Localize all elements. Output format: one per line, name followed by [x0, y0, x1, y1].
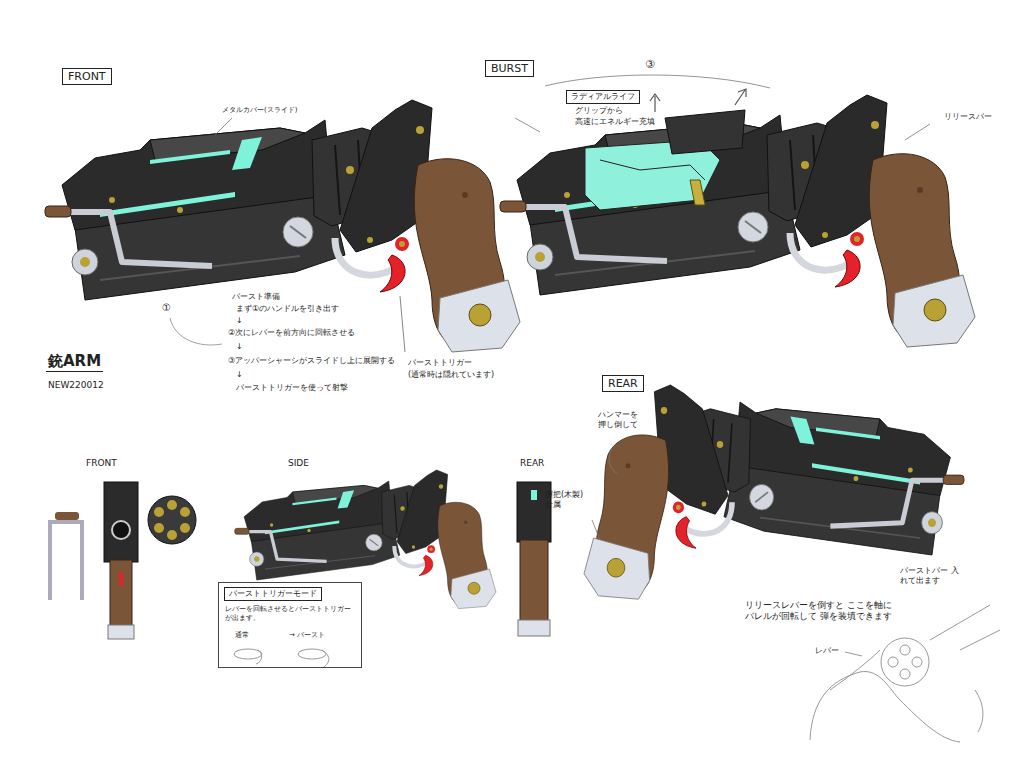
note-heading: バーストトリガーモード [224, 587, 322, 601]
annotation-label: 握把(木製) 金属 [545, 490, 589, 510]
annotation-label: レバー [815, 646, 839, 656]
note-text: → バースト [289, 631, 325, 640]
heading-text: FRONT [68, 70, 106, 83]
part-name-box: ラディアルライフ [566, 90, 640, 104]
annotation-label: バーストトリガーを使って射撃 [236, 383, 348, 393]
annotation-label: FRONT [86, 458, 117, 469]
annotation-label: ②次にレバーを前方向に回転させる [228, 328, 355, 338]
callout-number: ↓ [236, 342, 243, 352]
annotation-label: SIDE [288, 458, 309, 469]
annotation-label: バーストトリガー [408, 358, 472, 368]
sheet-title: 銃ARM [46, 352, 103, 372]
heading-text: バーストトリガーモード [229, 589, 317, 598]
heading-text: BURST [491, 62, 528, 75]
gun-front-view [45, 100, 520, 352]
annotation-label: リリースバー [944, 112, 992, 122]
heading-text: ラディアルライフ [571, 92, 635, 101]
view-heading: FRONT [62, 68, 112, 85]
annotation-label: メタルカバー(スライド) [222, 106, 297, 115]
note-text: レバーを回転させるとバーストトリガーが出ます。 [225, 605, 357, 623]
annotation-label: グリップから [575, 106, 623, 116]
callout-number: ↓ [236, 316, 243, 326]
callout-number: ↓ [236, 370, 243, 380]
annotation-label: バーストバー 入れて出ます [900, 566, 964, 586]
gun-burst-view [500, 95, 975, 347]
heading-text: REAR [608, 377, 638, 390]
annotation-label: REAR [520, 458, 544, 469]
note-text: 通常 [235, 631, 249, 640]
callout-number: ① [162, 302, 171, 315]
annotation-label: まず①のハンドルを引き出す [236, 304, 339, 314]
annotation-label: NEW220012 [48, 380, 104, 391]
annotation-label: ③アッパーシャーシがスライドし上に展開する [228, 356, 395, 366]
view-heading: BURST [485, 60, 534, 77]
view-heading: REAR [602, 375, 644, 392]
note-panel: レバーを回転させるとバーストトリガーが出ます。通常 → バースト バーストトリガーモ… [218, 582, 362, 668]
annotation-label: ハンマーを 押し倒して [598, 410, 646, 430]
annotation-label: 高速にエネルギー充填 [575, 117, 655, 127]
gun-rear-view [584, 385, 964, 599]
callout-number: ③ [645, 58, 655, 72]
annotation-label: リリースレバーを倒すと ここを軸にバレルが回転して 弾を装填できます [745, 600, 895, 623]
annotation-label: バースト準備 [232, 292, 280, 302]
annotation-label: (通常時は隠れています) [408, 370, 494, 380]
